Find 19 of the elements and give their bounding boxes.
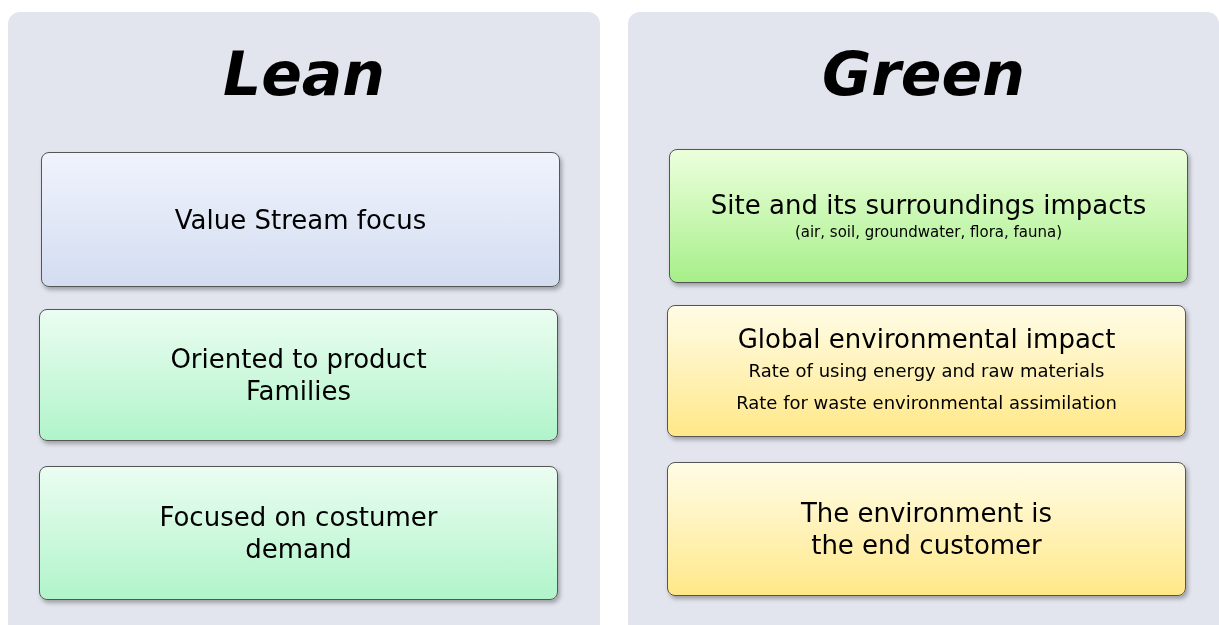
item-box [41, 152, 560, 287]
item-box [39, 309, 558, 441]
item-subtext: Rate of using energy and raw materials [748, 359, 1105, 383]
item-text: Oriented to product Families [169, 343, 428, 407]
column-heading: Green [821, 40, 1026, 108]
column-heading: Lean [221, 40, 387, 108]
item-text: The environment is the end customer [799, 497, 1054, 561]
item-text: Global environmental impact [737, 323, 1116, 355]
item-text: Site and its surroundings impacts [710, 188, 1147, 221]
item-box [667, 462, 1186, 596]
item-text: Focused on costumer demand [158, 501, 439, 565]
item-text: Value Stream focus [174, 203, 427, 236]
item-subtext: Rate for waste environmental assimilation [736, 391, 1117, 415]
column-panel [8, 12, 600, 625]
item-box [669, 149, 1188, 283]
item-subtext: (air, soil, groundwater, flora, fauna) [794, 221, 1063, 243]
item-box [39, 466, 558, 600]
item-box [667, 305, 1186, 437]
column-panel [628, 12, 1219, 625]
